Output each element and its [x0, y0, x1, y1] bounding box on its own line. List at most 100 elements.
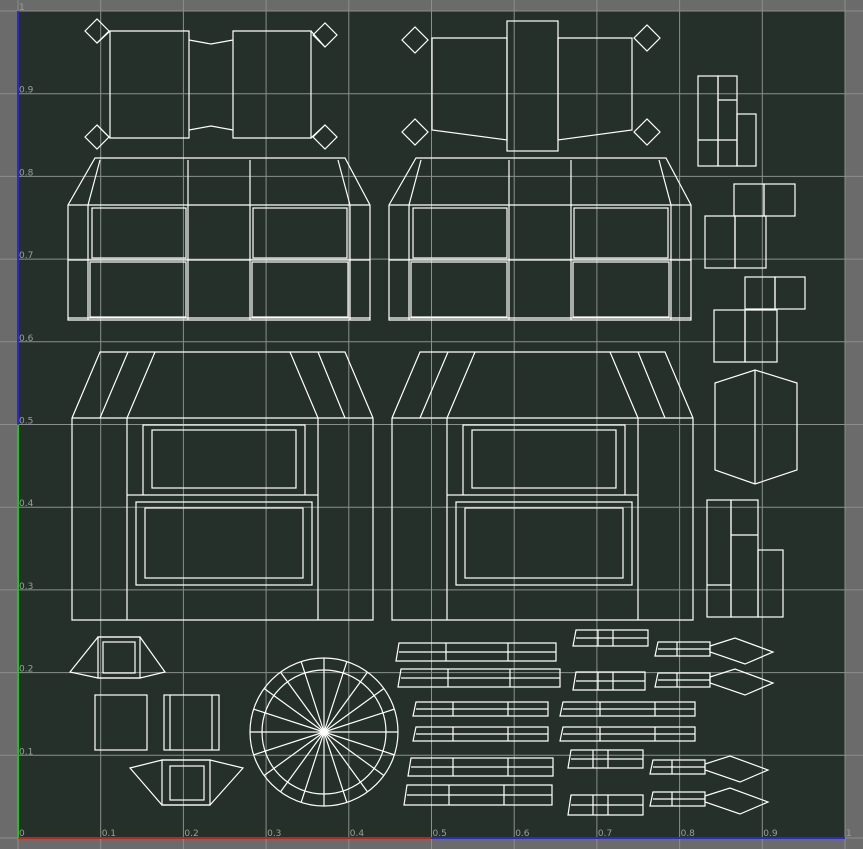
- uv-cap-spoke: [300, 731, 325, 803]
- uv-strip: [704, 787, 770, 815]
- uv-strip: [567, 749, 644, 769]
- uv-strip: [407, 757, 554, 777]
- uv-strip: [559, 726, 696, 742]
- uv-face: [471, 429, 617, 489]
- x-tick-label: 0.8: [681, 829, 696, 839]
- uv-strip: [572, 629, 649, 647]
- uv-face: [455, 501, 633, 586]
- uv-edge: [446, 351, 476, 419]
- uv-face: [410, 261, 508, 318]
- uv-edge: [408, 159, 422, 206]
- x-tick-label: 1: [846, 829, 852, 839]
- uv-corner-face: [633, 24, 661, 52]
- uv-face: [763, 183, 796, 217]
- y-tick-label: 0.9: [19, 86, 34, 96]
- x-tick-label: 0.4: [350, 829, 365, 839]
- uv-edge: [289, 351, 319, 419]
- y-tick-label: 0.4: [19, 499, 34, 509]
- x-tick-label: 0.7: [598, 829, 612, 839]
- uv-face: [251, 261, 349, 318]
- uv-cap-spoke: [323, 661, 348, 733]
- uv-edge: [419, 351, 449, 419]
- uv-edge: [609, 351, 639, 419]
- uv-face: [151, 429, 297, 489]
- uv-corner-face: [633, 118, 661, 146]
- uv-strip: [709, 668, 775, 696]
- uv-edge: [188, 125, 234, 131]
- uv-cap-spoke: [280, 671, 325, 733]
- uv-strip: [559, 701, 696, 717]
- uv-edge: [188, 39, 234, 45]
- y-tick-label: 0.7: [19, 251, 33, 261]
- x-tick-label: 0.3: [267, 829, 281, 839]
- uv-corner-face: [84, 18, 110, 44]
- uv-islands[interactable]: [67, 18, 806, 816]
- uv-face: [102, 641, 136, 674]
- uv-face: [734, 215, 767, 269]
- uv-strip: [654, 672, 711, 688]
- uv-strip: [704, 755, 770, 783]
- uv-face: [89, 261, 187, 318]
- x-tick-label: 0.9: [763, 829, 778, 839]
- uv-face: [774, 276, 806, 310]
- uv-strip: [649, 791, 706, 807]
- uv-cap-spoke: [300, 661, 325, 733]
- uv-corner-face: [401, 26, 429, 54]
- uv-corner-face: [401, 118, 429, 146]
- uv-face: [94, 694, 148, 751]
- uv-face: [557, 37, 633, 141]
- y-tick-label: 0.2: [19, 665, 33, 675]
- uv-cap-spoke: [323, 708, 395, 733]
- y-tick-label: 0.8: [19, 168, 34, 178]
- x-tick-label: 0.6: [515, 829, 530, 839]
- uv-edge: [87, 159, 101, 206]
- x-tick-label: 0.5: [433, 829, 447, 839]
- uv-edge: [317, 351, 346, 419]
- y-tick-label: 0.1: [19, 747, 33, 757]
- uv-edge: [658, 159, 672, 206]
- uv-edge: [337, 159, 351, 206]
- uv-strip: [395, 642, 557, 662]
- uv-strip: [649, 759, 706, 775]
- y-tick-label: 0.6: [19, 334, 34, 344]
- x-tick-label: 0.1: [102, 829, 116, 839]
- uv-cap-spoke: [280, 731, 325, 793]
- uv-face: [135, 501, 313, 586]
- uv-cap-spoke: [253, 708, 325, 733]
- uv-face: [412, 207, 508, 259]
- uv-cap-spoke: [323, 731, 348, 803]
- uv-cap-spoke: [323, 688, 385, 733]
- uv-edge: [310, 124, 326, 139]
- uv-cap-spoke: [253, 731, 325, 756]
- uv-face: [97, 636, 141, 679]
- y-tick-label: 0.5: [19, 417, 33, 427]
- y-tick-label: 1: [19, 3, 25, 13]
- uv-strip: [709, 637, 775, 665]
- uv-cap-spoke: [323, 671, 368, 733]
- uv-edge: [96, 124, 111, 139]
- uv-cap-spoke: [263, 688, 325, 733]
- uv-cap-spoke: [323, 731, 385, 776]
- uv-axes: [17, 11, 845, 839]
- uv-strip: [572, 671, 646, 691]
- uv-edge: [96, 30, 111, 44]
- uv-strip: [397, 668, 561, 688]
- uv-face: [144, 507, 304, 579]
- uv-face: [91, 207, 187, 259]
- uv-face: [744, 309, 778, 363]
- uv-face: [161, 759, 211, 806]
- uv-face: [572, 261, 670, 318]
- uv-strip: [654, 641, 711, 657]
- uv-cap-spoke: [323, 731, 395, 756]
- uv-face: [573, 207, 669, 259]
- uv-cap-spoke: [263, 731, 325, 776]
- uv-face: [252, 207, 348, 259]
- uv-edge: [310, 30, 326, 48]
- uv-face: [163, 694, 220, 751]
- uv-strip: [412, 701, 549, 717]
- uv-face: [757, 549, 784, 618]
- uv-strip: [567, 794, 644, 816]
- uv-face: [109, 30, 190, 139]
